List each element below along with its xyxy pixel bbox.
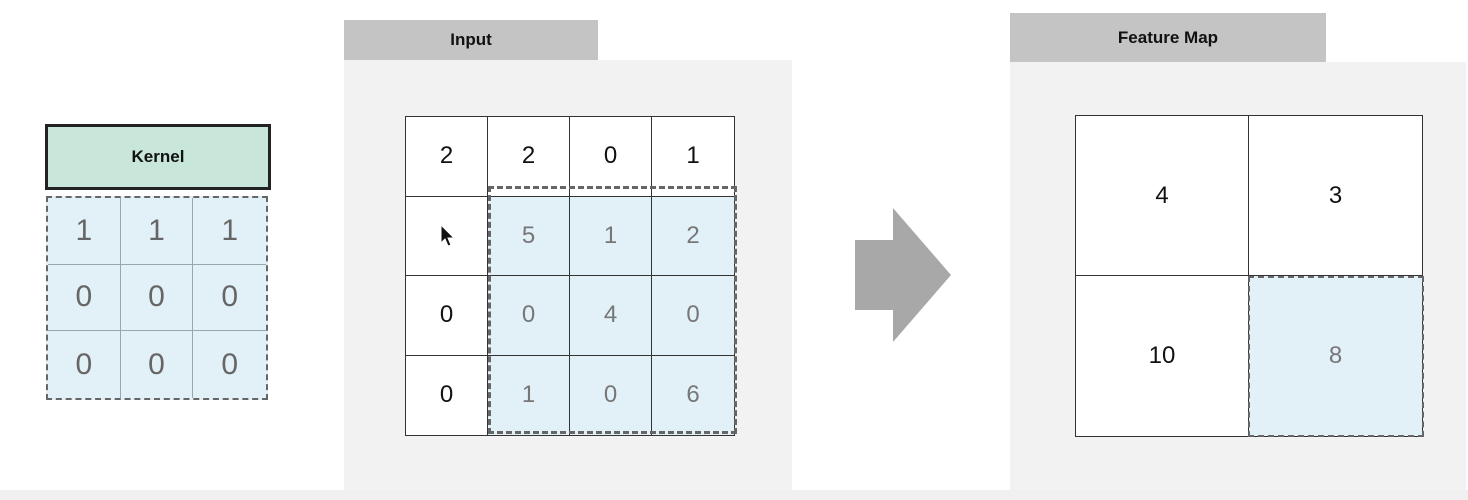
feature-map-cell-r0-c1: 3	[1249, 116, 1422, 276]
input-cell-r0-c1: 2	[488, 117, 570, 197]
input-cell-r0-c0: 2	[406, 117, 488, 197]
mouse-pointer-icon	[440, 224, 456, 247]
kernel-title: Kernel	[45, 124, 271, 190]
input-cell-r2-c1: 0	[488, 276, 570, 356]
feature-map-cell-r1-c0: 10	[1076, 276, 1249, 436]
input-cell-r3-c1: 1	[488, 355, 570, 435]
input-cell-r2-c3: 0	[652, 276, 734, 356]
input-cell-r0-c3: 1	[652, 117, 734, 197]
input-cell-r3-c2: 0	[570, 355, 652, 435]
feature-map-cell-r1-c1: 8	[1249, 276, 1422, 436]
input-cell-r2-c0: 0	[406, 276, 488, 356]
input-cell-r3-c0: 0	[406, 355, 488, 435]
kernel-cell-r1-c0: 0	[48, 264, 121, 332]
feature-map-panel-tab: Feature Map	[1010, 13, 1326, 62]
kernel-cell-r0-c2: 1	[193, 198, 266, 265]
input-cell-r0-c2: 0	[570, 117, 652, 197]
kernel-cell-r1-c1: 0	[120, 264, 194, 332]
feature-map-cell-r0-c0: 4	[1076, 116, 1249, 276]
input-cell-r3-c3: 6	[652, 355, 734, 435]
kernel-cell-r2-c0: 0	[48, 331, 121, 398]
input-cell-r2-c2: 4	[570, 276, 652, 356]
input-cell-r1-c3: 2	[652, 196, 734, 276]
kernel-cell-r2-c2: 0	[221, 347, 238, 381]
input-panel-tab: Input	[344, 20, 598, 60]
kernel-cell-r2-c1: 0	[121, 331, 194, 398]
kernel-cell-r0-c0: 1	[48, 198, 121, 265]
kernel-cell-r0-c1: 1	[120, 198, 194, 265]
arrow-right-icon	[855, 208, 951, 342]
kernel-cell-r1-c2: 0	[193, 265, 266, 332]
input-cell-r1-c1: 5	[488, 196, 570, 276]
input-cell-r1-c2: 1	[570, 196, 652, 276]
bottom-strip	[0, 490, 1468, 500]
